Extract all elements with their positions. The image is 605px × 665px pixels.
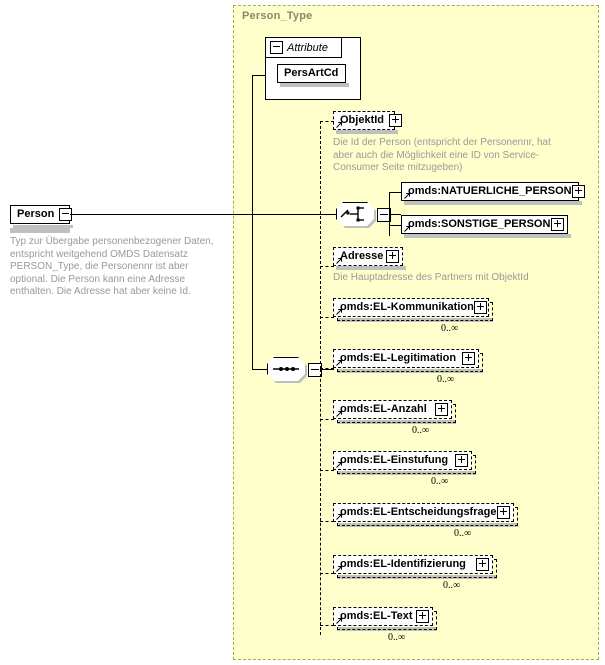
- reference-arrow-icon: [336, 411, 342, 417]
- natuerliche-person-shadow: [404, 201, 582, 205]
- choice-compositor-shape: [336, 202, 374, 226]
- element-el-anzahl-label: omds:EL-Anzahl: [340, 403, 427, 415]
- attribute-group-label: Attribute: [287, 41, 328, 54]
- choice-compositor[interactable]: [336, 202, 391, 228]
- attribute-persartcd[interactable]: PersArtCd: [277, 64, 346, 83]
- reference-arrow-icon: [336, 514, 342, 520]
- connector-stub-legitimation: [320, 368, 334, 369]
- connector-stub-objektid: [320, 121, 334, 122]
- connector-stub-anzahl: [320, 419, 334, 420]
- element-el-kommunikation[interactable]: omds:EL-Kommunikation: [333, 298, 489, 317]
- element-el-text-cardinality: 0..∞: [388, 632, 406, 643]
- connector-sequence-out: [320, 369, 334, 370]
- connector-stub-entscheidungsfrage: [320, 521, 334, 522]
- element-adresse-expand-icon[interactable]: [386, 250, 399, 263]
- connector-choice-branch-vertical: [389, 192, 390, 236]
- element-objektid-annotation: Die Id der Person (entspricht der Person…: [333, 137, 551, 174]
- choice-collapse-icon[interactable]: [377, 208, 391, 222]
- element-el-legitimation-label: omds:EL-Legitimation: [340, 352, 457, 364]
- connector-stub-adresse: [320, 266, 334, 267]
- connector-sequence-spine-lower: [320, 369, 321, 635]
- connector-stub-kommunikation: [320, 317, 334, 318]
- connector-choice-out: [389, 214, 401, 215]
- element-el-kommunikation-label: omds:EL-Kommunikation: [340, 301, 474, 313]
- reference-arrow-icon: [336, 618, 342, 624]
- element-el-entscheidungsfrage-label: omds:EL-Entscheidungsfrage: [340, 506, 497, 518]
- adresse-shadow: [336, 266, 406, 270]
- element-el-identifizierung-cardinality: 0..∞: [443, 580, 461, 591]
- element-el-entscheidungsfrage-cardinality: 0..∞: [454, 528, 472, 539]
- element-objektid-label: ObjektId: [340, 114, 385, 126]
- person-node[interactable]: Person: [10, 205, 73, 224]
- element-el-identifizierung[interactable]: omds:EL-Identifizierung: [333, 555, 493, 574]
- element-el-identifizierung-label: omds:EL-Identifizierung: [340, 558, 466, 570]
- element-el-legitimation[interactable]: omds:EL-Legitimation: [333, 349, 479, 368]
- element-el-kommunikation-cardinality: 0..∞: [441, 323, 459, 334]
- connector-stub-identifizierung: [320, 573, 334, 574]
- attribute-collapse-icon[interactable]: [270, 41, 283, 54]
- person-annotation: Typ zur Übergabe personenbezogener Daten…: [10, 236, 214, 298]
- element-el-legitimation-cardinality: 0..∞: [437, 374, 455, 385]
- person-node-label: Person: [17, 208, 55, 220]
- connector-choice-to-natuerliche: [389, 192, 402, 193]
- element-el-einstufung-cardinality: 0..∞: [431, 476, 449, 487]
- element-sonstige-person[interactable]: omds:SONSTIGE_PERSON: [401, 215, 568, 234]
- objektid-shadow: [336, 130, 398, 134]
- element-el-einstufung[interactable]: omds:EL-Einstufung: [333, 451, 472, 470]
- element-natuerliche-person[interactable]: omds:NATUERLICHE_PERSON: [401, 182, 585, 201]
- connector-stub-einstufung: [320, 470, 334, 471]
- element-el-einstufung-label: omds:EL-Einstufung: [340, 454, 449, 466]
- optional-arrow-icon: [336, 122, 342, 128]
- element-el-legitimation-expand-icon[interactable]: [462, 352, 475, 365]
- person-node-underline: [10, 228, 70, 233]
- connector-trunk-to-choice: [252, 214, 340, 215]
- element-sonstige-person-label: omds:SONSTIGE_PERSON: [408, 218, 551, 230]
- element-natuerliche-person-expand-icon[interactable]: [571, 185, 585, 198]
- element-el-anzahl-cardinality: 0..∞: [412, 425, 430, 436]
- element-adresse[interactable]: Adresse: [333, 247, 403, 266]
- element-natuerliche-person-label: omds:NATUERLICHE_PERSON: [408, 185, 572, 197]
- element-adresse-label: Adresse: [340, 250, 384, 262]
- element-objektid-expand-icon[interactable]: [389, 114, 403, 127]
- element-el-identifizierung-expand-icon[interactable]: [476, 558, 489, 571]
- element-el-entscheidungsfrage-expand-icon[interactable]: [497, 506, 510, 519]
- element-el-einstufung-expand-icon[interactable]: [455, 454, 468, 467]
- optional-arrow-icon: [336, 258, 342, 264]
- element-el-anzahl[interactable]: omds:EL-Anzahl: [333, 400, 452, 419]
- connector-trunk-to-attribute: [252, 75, 266, 76]
- persartcd-shadow: [280, 83, 349, 87]
- connector-choice-to-sonstige: [389, 225, 402, 226]
- sequence-compositor[interactable]: [267, 357, 322, 383]
- reference-arrow-icon: [336, 309, 342, 315]
- connector-person-to-type: [70, 214, 340, 215]
- reference-arrow-icon: [336, 462, 342, 468]
- element-sonstige-person-expand-icon[interactable]: [551, 218, 564, 231]
- element-el-text[interactable]: omds:EL-Text: [333, 607, 433, 626]
- sonstige-person-shadow: [404, 234, 571, 238]
- element-objektid[interactable]: ObjektId: [333, 111, 403, 130]
- attribute-group-tab[interactable]: Attribute: [265, 37, 342, 58]
- reference-arrow-icon: [404, 226, 410, 232]
- reference-arrow-icon: [336, 360, 342, 366]
- element-el-entscheidungsfrage[interactable]: omds:EL-Entscheidungsfrage: [333, 503, 514, 522]
- sequence-collapse-icon[interactable]: [308, 363, 322, 377]
- connector-trunk-vertical: [252, 75, 253, 369]
- person-node-shadow: [13, 225, 73, 228]
- sequence-icon: [273, 367, 299, 371]
- person-type-container: [233, 5, 599, 660]
- attribute-persartcd-label: PersArtCd: [284, 67, 339, 79]
- element-el-anzahl-expand-icon[interactable]: [435, 403, 448, 416]
- element-el-text-label: omds:EL-Text: [340, 610, 413, 622]
- person-type-title: Person_Type: [242, 10, 313, 22]
- connector-trunk-to-sequence: [252, 369, 267, 370]
- element-adresse-annotation: Die Hauptadresse des Partners mit Objekt…: [333, 272, 529, 283]
- element-el-kommunikation-expand-icon[interactable]: [473, 301, 487, 314]
- connector-sequence-spine-upper: [320, 121, 321, 369]
- element-el-text-expand-icon[interactable]: [416, 610, 429, 623]
- connector-stub-text: [320, 625, 334, 626]
- reference-arrow-icon: [336, 566, 342, 572]
- choice-icon: [340, 206, 364, 222]
- reference-arrow-icon: [404, 193, 410, 199]
